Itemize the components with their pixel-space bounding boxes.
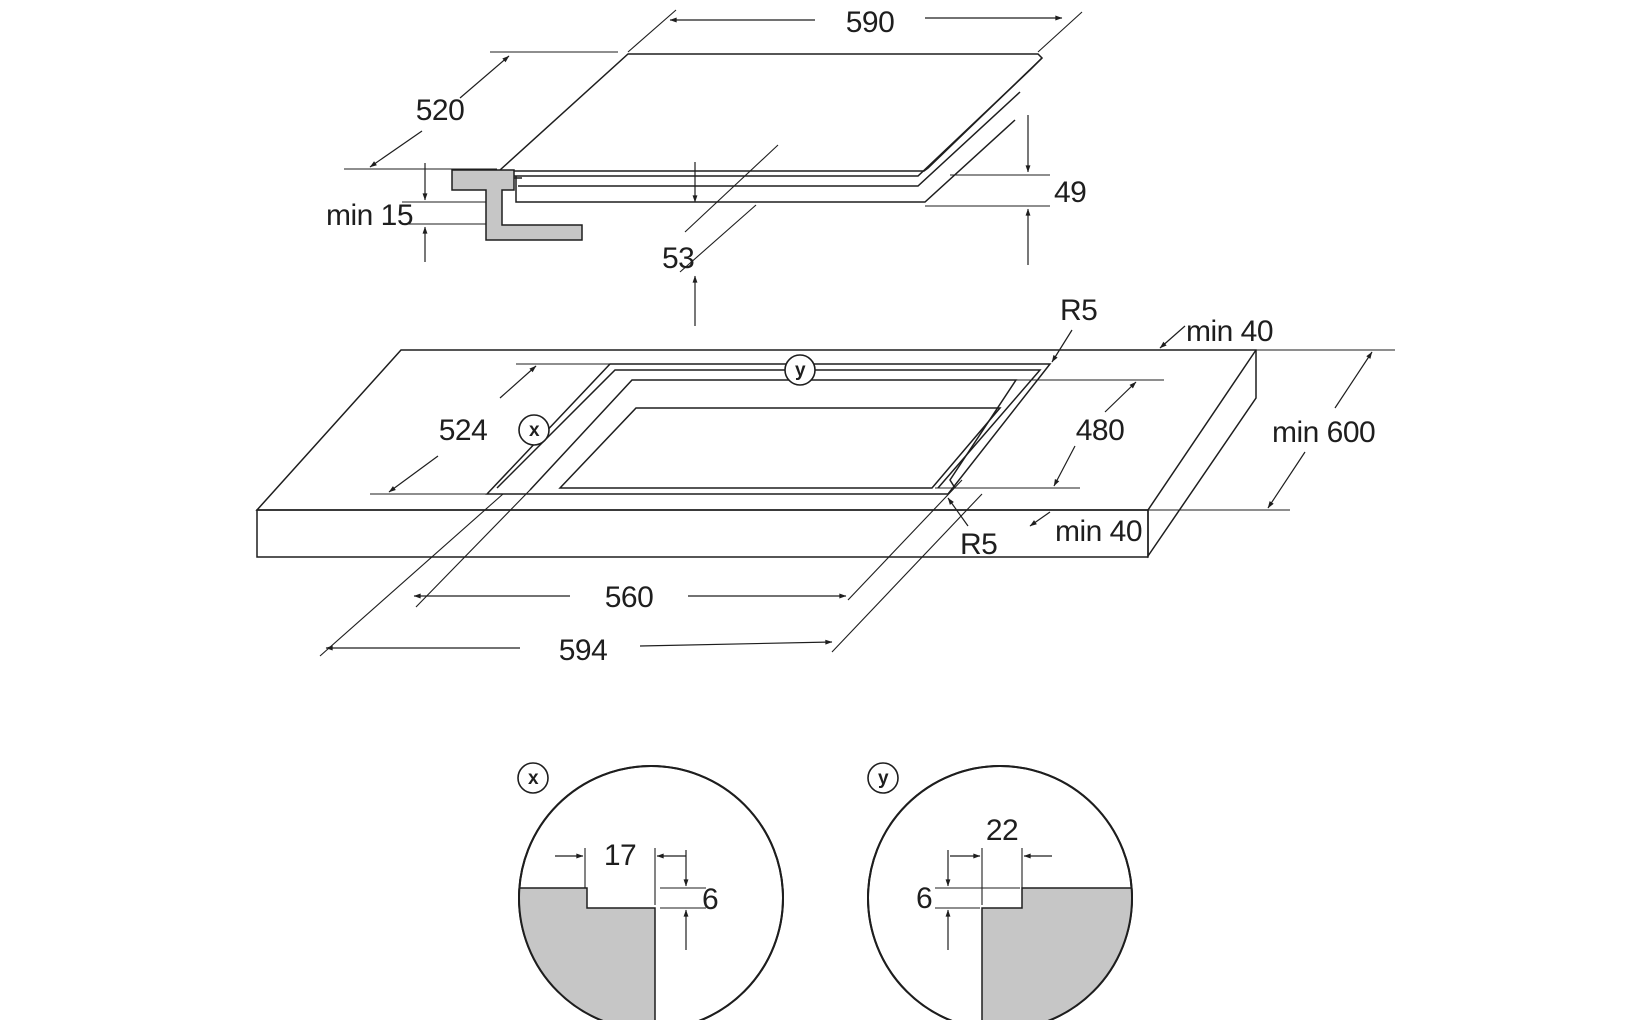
detail-x-label-17: 17 (604, 839, 636, 872)
svg-text:y: y (878, 768, 889, 789)
dim-label-590: 590 (846, 6, 895, 39)
dim-label-480: 480 (1076, 414, 1125, 447)
dim-label-520: 520 (416, 94, 465, 127)
dim-label-53: 53 (662, 242, 694, 275)
dim-label-min600: min 600 (1272, 416, 1375, 449)
dim-hob-width: 590 (627, 6, 1083, 53)
dim-label-min15: min 15 (326, 199, 413, 232)
detail-x: 17 6 (518, 765, 784, 1020)
dim-radius-bottom: R5 (947, 497, 998, 561)
marker-y-detail: y (867, 762, 899, 794)
detail-y-label-6: 6 (916, 882, 932, 915)
hob-drawing (451, 53, 1044, 241)
dim-clearance-below: 53 (662, 144, 779, 326)
dim-radius-top: R5 (1051, 294, 1098, 363)
marker-x-worktop: x (518, 414, 550, 446)
dim-label-r5-bottom: R5 (960, 528, 997, 561)
dim-label-594: 594 (559, 634, 608, 667)
detail-x-label-6: 6 (702, 883, 718, 916)
dim-label-524: 524 (439, 414, 488, 447)
dim-cutout-width-inner: 560 (413, 479, 963, 614)
dim-label-r5-top: R5 (1060, 294, 1097, 327)
svg-text:y: y (795, 360, 806, 381)
detail-y-label-22: 22 (986, 814, 1018, 847)
dim-label-min40-back: min 40 (1186, 315, 1273, 348)
svg-text:x: x (529, 420, 540, 441)
svg-text:x: x (528, 768, 539, 789)
dim-hob-depth: 520 (344, 51, 618, 170)
dim-cutout-width-outer: 594 (319, 493, 983, 667)
support-bracket (451, 169, 583, 241)
detail-y: 22 6 (867, 765, 1133, 1020)
marker-y-worktop: y (784, 354, 816, 386)
dim-label-min40-front: min 40 (1055, 515, 1142, 548)
dim-worktop-depth: min 600 (1148, 349, 1395, 511)
dim-edge-front: min 40 (1029, 511, 1143, 548)
dim-label-560: 560 (605, 581, 654, 614)
dim-hob-height: 49 (925, 115, 1087, 265)
marker-x-detail: x (517, 762, 549, 794)
worktop-drawing (255, 349, 1257, 559)
dim-edge-back: min 40 (1159, 315, 1274, 349)
dim-cutout-depth-outer: 524 (370, 363, 610, 495)
dim-cutout-depth-inner: 480 (935, 379, 1164, 489)
dim-support-min: min 15 (326, 163, 486, 262)
dim-label-49: 49 (1054, 176, 1086, 209)
